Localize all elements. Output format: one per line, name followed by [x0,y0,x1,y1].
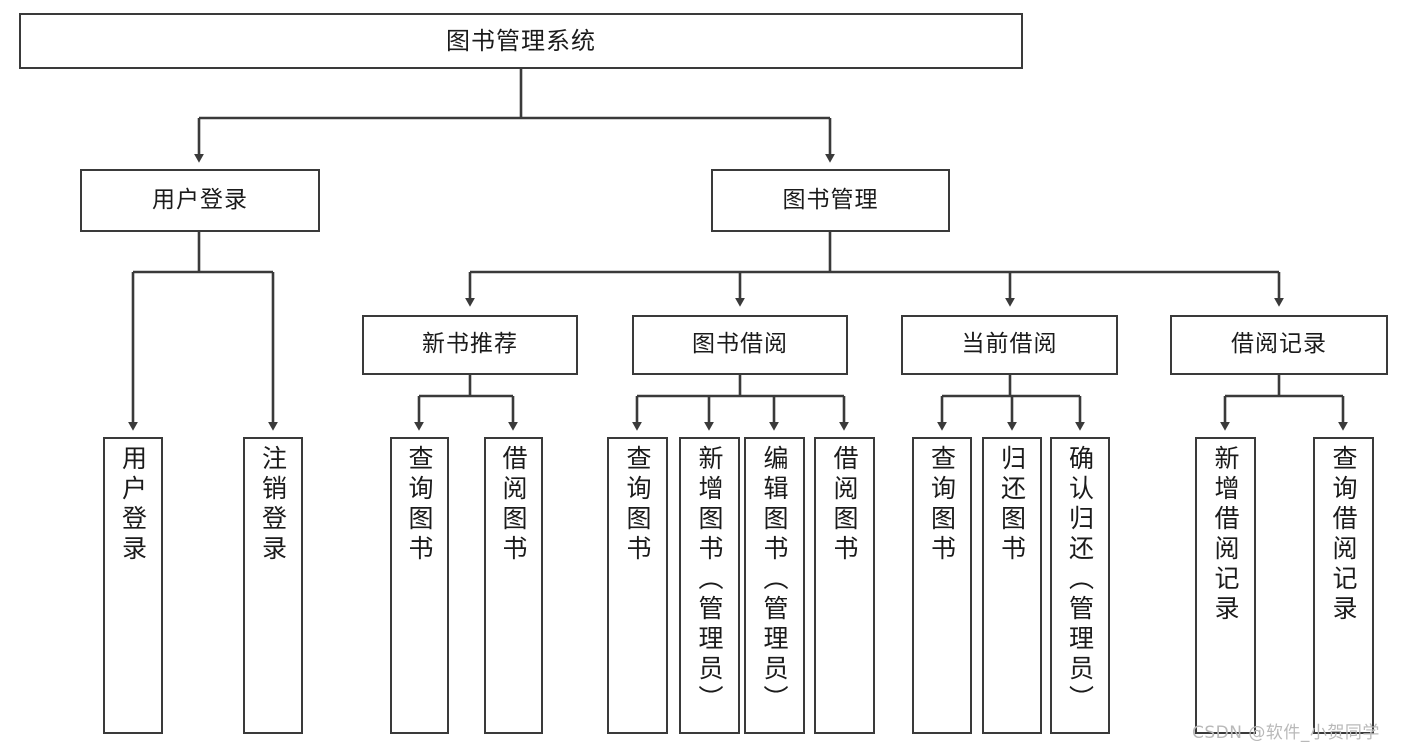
leaf-borrow-edit-book-label: 编辑图书（管理员） [760,445,789,715]
leaf-user-login[interactable]: 用户登录 [103,437,163,734]
node-user-login-label: 用户登录 [152,186,248,213]
leaf-newbook-query-book[interactable]: 查询图书 [390,437,449,734]
node-borrow-record-label: 借阅记录 [1231,331,1327,358]
node-current-borrow[interactable]: 当前借阅 [901,315,1118,375]
leaf-borrow-query-book[interactable]: 查询图书 [607,437,668,734]
node-root-system[interactable]: 图书管理系统 [19,13,1023,69]
node-new-book-recommend-label: 新书推荐 [422,331,518,358]
leaf-record-add-record[interactable]: 新增借阅记录 [1195,437,1256,734]
leaf-current-return-book-label: 归还图书 [997,445,1027,565]
node-book-management[interactable]: 图书管理 [711,169,950,232]
leaf-current-confirm-return[interactable]: 确认归还（管理员） [1050,437,1110,734]
leaf-user-login-label: 用户登录 [118,445,148,565]
leaf-current-query-book-label: 查询图书 [927,445,957,565]
leaf-borrow-query-book-label: 查询图书 [623,445,652,565]
leaf-newbook-query-book-label: 查询图书 [405,445,434,565]
leaf-borrow-add-book[interactable]: 新增图书（管理员） [679,437,740,734]
leaf-user-logout-label: 注销登录 [258,445,288,565]
leaf-newbook-borrow-book-label: 借阅图书 [499,445,528,565]
node-book-management-label: 图书管理 [782,186,879,213]
node-borrow-record[interactable]: 借阅记录 [1170,315,1388,375]
leaf-borrow-edit-book[interactable]: 编辑图书（管理员） [744,437,805,734]
leaf-borrow-add-book-label: 新增图书（管理员） [695,445,724,715]
leaf-record-query-record[interactable]: 查询借阅记录 [1313,437,1374,734]
leaf-borrow-lend-book[interactable]: 借阅图书 [814,437,875,734]
leaf-current-query-book[interactable]: 查询图书 [912,437,972,734]
leaf-user-logout[interactable]: 注销登录 [243,437,303,734]
node-root-system-label: 图书管理系统 [446,26,596,55]
leaf-newbook-borrow-book[interactable]: 借阅图书 [484,437,543,734]
leaf-current-return-book[interactable]: 归还图书 [982,437,1042,734]
leaf-current-confirm-return-label: 确认归还（管理员） [1065,445,1095,715]
leaf-record-add-record-label: 新增借阅记录 [1211,445,1240,625]
node-current-borrow-label: 当前借阅 [961,331,1058,358]
node-book-borrow-label: 图书借阅 [692,331,788,358]
leaf-record-query-record-label: 查询借阅记录 [1329,445,1358,625]
csdn-watermark: CSDN @软件_小贺同学 [1192,723,1380,743]
leaf-borrow-lend-book-label: 借阅图书 [830,445,859,565]
node-user-login[interactable]: 用户登录 [80,169,320,232]
node-new-book-recommend[interactable]: 新书推荐 [362,315,578,375]
node-book-borrow[interactable]: 图书借阅 [632,315,848,375]
